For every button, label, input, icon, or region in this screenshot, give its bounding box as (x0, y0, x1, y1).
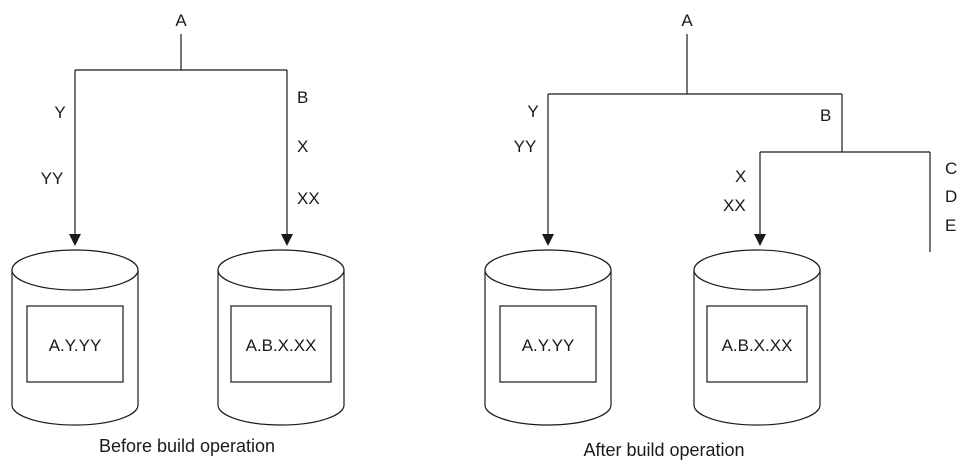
after-label-x: X (735, 167, 746, 186)
before-right-label-xx: XX (297, 189, 320, 208)
after-left-label-yy: YY (514, 137, 537, 156)
after-left-dataset-label: A.Y.YY (522, 336, 575, 355)
before-caption: Before build operation (99, 436, 275, 456)
after-caption: After build operation (583, 440, 744, 460)
before-right-dataset-cylinder: A.B.X.XX (217, 249, 345, 426)
after-label-d: D (945, 187, 957, 206)
after-right-dataset-label: A.B.X.XX (722, 336, 793, 355)
after-left-dataset-cylinder: A.Y.YY (484, 249, 612, 426)
before-right-label-x: X (297, 137, 308, 156)
before-root-label: A (175, 11, 187, 30)
after-label-e: E (945, 216, 956, 235)
after-label-xx: XX (723, 196, 746, 215)
before-left-dataset-cylinder: A.Y.YY (11, 249, 139, 426)
before-left-dataset-box (26, 305, 124, 383)
after-diagram: A Y YY B X XX C D E A.Y.YY (484, 11, 957, 460)
after-label-b: B (820, 106, 831, 125)
after-root-label: A (681, 11, 693, 30)
before-right-dataset-label: A.B.X.XX (246, 336, 317, 355)
after-left-arrowhead (542, 234, 554, 246)
after-label-c: C (945, 159, 957, 178)
after-right-dataset-cylinder: A.B.X.XX (693, 249, 821, 426)
after-left-dataset-box (499, 305, 597, 383)
after-right-dataset-box (706, 305, 808, 383)
before-left-label-yy: YY (41, 169, 64, 188)
before-diagram: A Y YY B X XX A.Y.YY A.B.X.XX Before bui… (11, 11, 345, 456)
before-right-arrowhead (281, 234, 293, 246)
before-left-dataset-label: A.Y.YY (49, 336, 102, 355)
before-left-label-y: Y (54, 103, 65, 122)
before-right-label-b: B (297, 88, 308, 107)
before-right-dataset-box (230, 305, 332, 383)
before-left-arrowhead (69, 234, 81, 246)
after-x-arrowhead (754, 234, 766, 246)
after-left-label-y: Y (527, 102, 538, 121)
